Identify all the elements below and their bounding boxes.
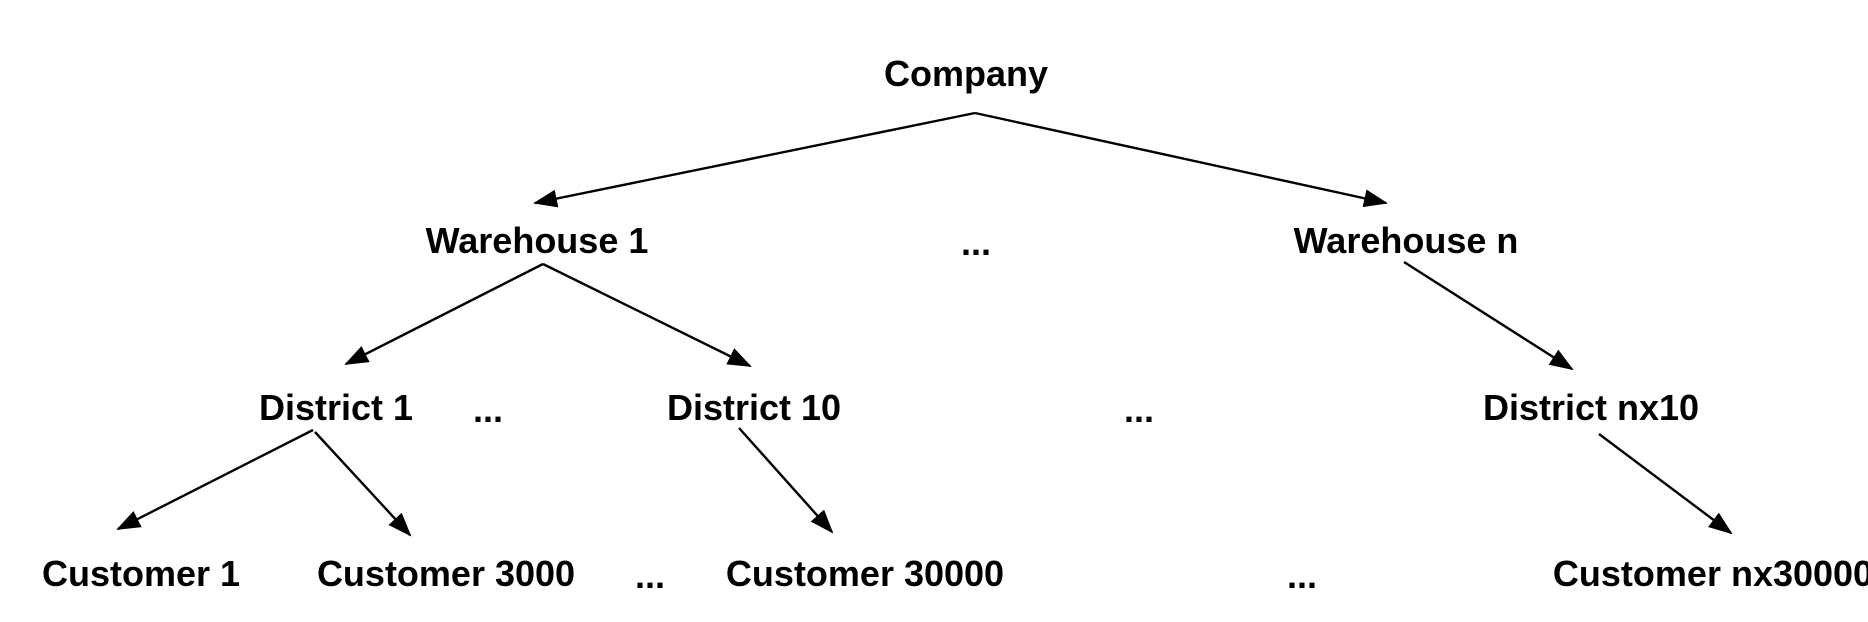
edge-district-1-customer-3000 [314, 431, 412, 537]
edge-district-10-customer-30000 [738, 427, 834, 534]
node-district-10: District 10 [666, 387, 842, 428]
node-warehouse-n: Warehouse n [1293, 220, 1519, 261]
edge-warehouse-1-district-1 [344, 262, 544, 366]
node-customer-nx30000: Customer nx30000 [1552, 553, 1868, 594]
node-customer-ellipsis-b: ... [1286, 555, 1318, 596]
node-district-nx10: District nx10 [1482, 387, 1700, 428]
node-warehouse-ellipsis: ... [960, 222, 992, 263]
node-customer-1: Customer 1 [41, 553, 241, 594]
node-customer-3000: Customer 3000 [316, 553, 576, 594]
node-district-ellipsis-b: ... [1123, 389, 1155, 430]
edge-district-1-customer-1 [116, 428, 314, 531]
edge-district-nx10-customer-nx30000 [1598, 433, 1733, 535]
edge-company-warehouse-1 [533, 111, 976, 208]
node-district-1: District 1 [258, 387, 414, 428]
node-warehouse-1: Warehouse 1 [425, 220, 649, 261]
node-company: Company [883, 53, 1049, 94]
edge-warehouse-n-district-nx10 [1403, 260, 1574, 371]
edge-company-warehouse-n [974, 111, 1388, 208]
node-customer-30000: Customer 30000 [725, 553, 1005, 594]
node-customer-ellipsis-a: ... [634, 555, 666, 596]
edge-warehouse-1-district-10 [542, 262, 752, 368]
node-district-ellipsis-a: ... [472, 389, 504, 430]
